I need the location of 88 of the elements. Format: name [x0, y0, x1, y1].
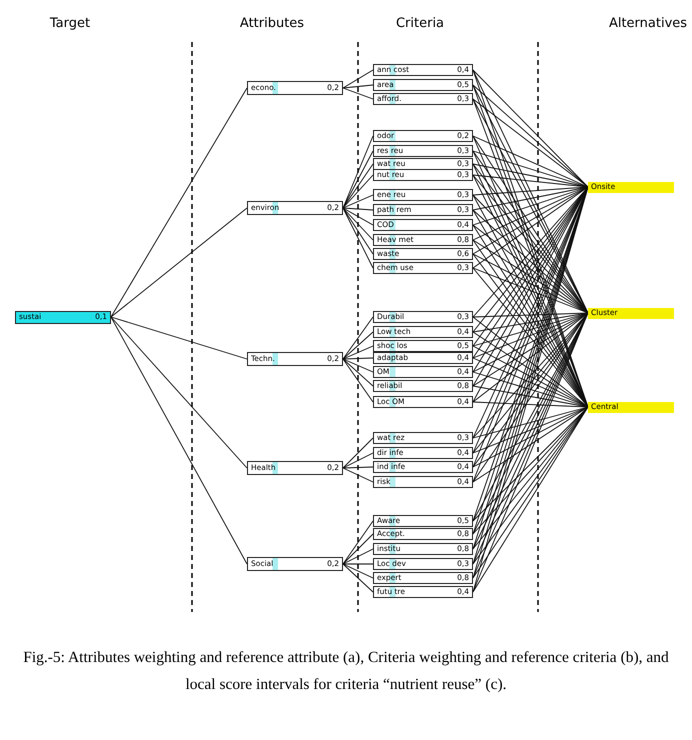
connector-line — [472, 312, 588, 332]
criterion-box — [373, 340, 473, 352]
connector-line — [342, 208, 374, 210]
criterion-box — [373, 79, 473, 91]
connector-line — [110, 316, 248, 360]
connector-line — [342, 438, 374, 468]
criterion-box — [373, 248, 473, 260]
connector-line — [342, 208, 374, 240]
connector-line — [472, 136, 588, 188]
connector-line — [342, 564, 374, 592]
connector-line — [472, 186, 588, 196]
criterion-box — [373, 476, 473, 488]
connector-line — [342, 208, 374, 254]
connector-line — [342, 358, 374, 386]
connector-line — [342, 534, 374, 564]
connector-line — [110, 88, 248, 318]
connector-line — [342, 520, 374, 564]
criterion-box — [373, 93, 473, 105]
alternative-bar — [588, 402, 674, 412]
connector-line — [472, 406, 588, 482]
attribute-box — [247, 81, 343, 95]
criterion-box — [373, 352, 473, 364]
connector-line — [472, 406, 588, 438]
criterion-box — [373, 396, 473, 408]
criterion-box — [373, 158, 473, 170]
connector-line — [110, 316, 248, 564]
connector-line — [342, 468, 374, 482]
connector-line — [342, 452, 374, 468]
alternative-bar — [588, 308, 674, 318]
connector-line — [342, 332, 374, 360]
criterion-box — [373, 528, 473, 540]
criterion-box — [373, 558, 473, 570]
connector-line — [342, 358, 374, 402]
connector-line — [342, 174, 374, 208]
connector-line — [472, 402, 588, 408]
connector-line — [110, 208, 248, 318]
column-heading: Alternatives — [608, 16, 688, 31]
criterion-box — [373, 543, 473, 555]
connector-line — [342, 194, 374, 208]
criterion-box — [373, 461, 473, 473]
criterion-box — [373, 204, 473, 216]
criterion-box — [373, 432, 473, 444]
criterion-box — [373, 380, 473, 392]
criterion-box — [373, 130, 473, 142]
connector-line — [472, 312, 588, 386]
alternative-bar — [588, 182, 674, 192]
connector-line — [342, 208, 374, 268]
column-heading: Criteria — [396, 16, 444, 31]
attribute-box — [247, 461, 343, 475]
connector-line — [342, 466, 374, 468]
criterion-box — [373, 169, 473, 181]
connector-line — [342, 564, 374, 578]
criterion-box — [373, 262, 473, 274]
connector-line — [342, 84, 374, 88]
connector-line — [472, 312, 588, 318]
column-heading: Target — [50, 16, 90, 31]
connector-line — [472, 186, 588, 268]
connector-line — [342, 208, 374, 226]
criterion-box — [373, 234, 473, 246]
connector-line — [110, 316, 248, 468]
connector-line — [342, 316, 374, 360]
criterion-box — [373, 586, 473, 598]
criterion-box — [373, 311, 473, 323]
connector-line — [342, 88, 374, 100]
connector-line — [342, 358, 374, 372]
connector-line — [342, 548, 374, 564]
connector-line — [472, 254, 588, 314]
figure-caption: Fig.-5: Attributes weighting and reference attribute (a), Criteria weighting and reference criteria (b), and local score intervals for criteria “nutrient reuse” (c). — [22, 648, 670, 695]
connector-line — [342, 358, 374, 360]
column-heading: Attributes — [240, 16, 304, 31]
criterion-box — [373, 64, 473, 76]
criterion-box — [373, 145, 473, 157]
connector-line — [342, 164, 374, 208]
criterion-box — [373, 219, 473, 231]
criterion-box — [373, 326, 473, 338]
connector-line — [472, 186, 588, 240]
attribute-box — [247, 352, 343, 366]
criterion-box — [373, 189, 473, 201]
criterion-box — [373, 447, 473, 459]
attribute-box — [247, 201, 343, 215]
criterion-box — [373, 515, 473, 527]
connector-line — [342, 346, 374, 360]
connector-line — [342, 70, 374, 88]
criterion-box — [373, 366, 473, 378]
attribute-box — [247, 557, 343, 571]
connector-line — [472, 268, 588, 314]
criterion-box — [373, 572, 473, 584]
goal-box — [15, 310, 111, 324]
